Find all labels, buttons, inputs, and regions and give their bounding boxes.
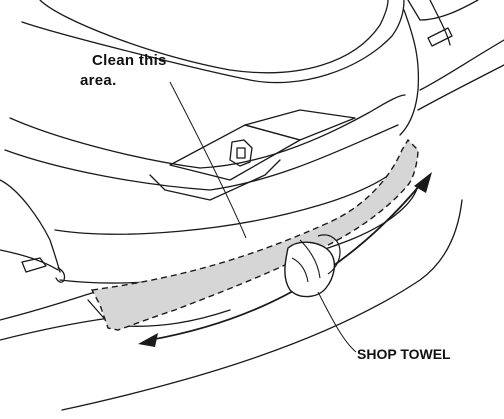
clean-area-label-line1: Clean this <box>92 52 167 69</box>
taillight-left <box>21 257 47 273</box>
arrowhead-left <box>138 333 158 347</box>
cargo-ledge-3 <box>169 124 301 181</box>
body-side-right <box>419 39 504 91</box>
rear-quarter-left <box>0 179 61 273</box>
cargo-ledge-2 <box>244 109 356 141</box>
latch-striker <box>229 139 253 167</box>
clean-area-label-line2: area. <box>80 72 117 89</box>
body-side-right-2 <box>417 64 504 111</box>
cargo-ledge <box>149 159 281 201</box>
side-mark <box>427 27 453 47</box>
body-left-curve-2 <box>0 317 111 341</box>
towel-leader <box>317 291 357 353</box>
shop-towel-label: SHOP TOWEL <box>357 346 451 362</box>
clean-area <box>90 138 419 331</box>
arrowhead-right <box>414 172 432 193</box>
shop-towel-fold <box>291 239 321 283</box>
tailgate-frame <box>21 0 405 84</box>
clean-area-leader <box>169 81 247 239</box>
rear-quarter-right <box>399 9 420 136</box>
shop-towel <box>284 241 336 298</box>
taillight-right <box>407 0 479 21</box>
latch-striker-inner <box>236 147 246 159</box>
hand-grip <box>317 234 341 275</box>
tailgate-frame-inner <box>39 0 389 74</box>
ground-line <box>61 199 463 411</box>
body-curve-right <box>429 0 451 46</box>
body-left-curve <box>0 291 96 321</box>
cargo-opening-edge-2 <box>4 124 399 191</box>
cargo-opening-edge <box>9 94 406 169</box>
